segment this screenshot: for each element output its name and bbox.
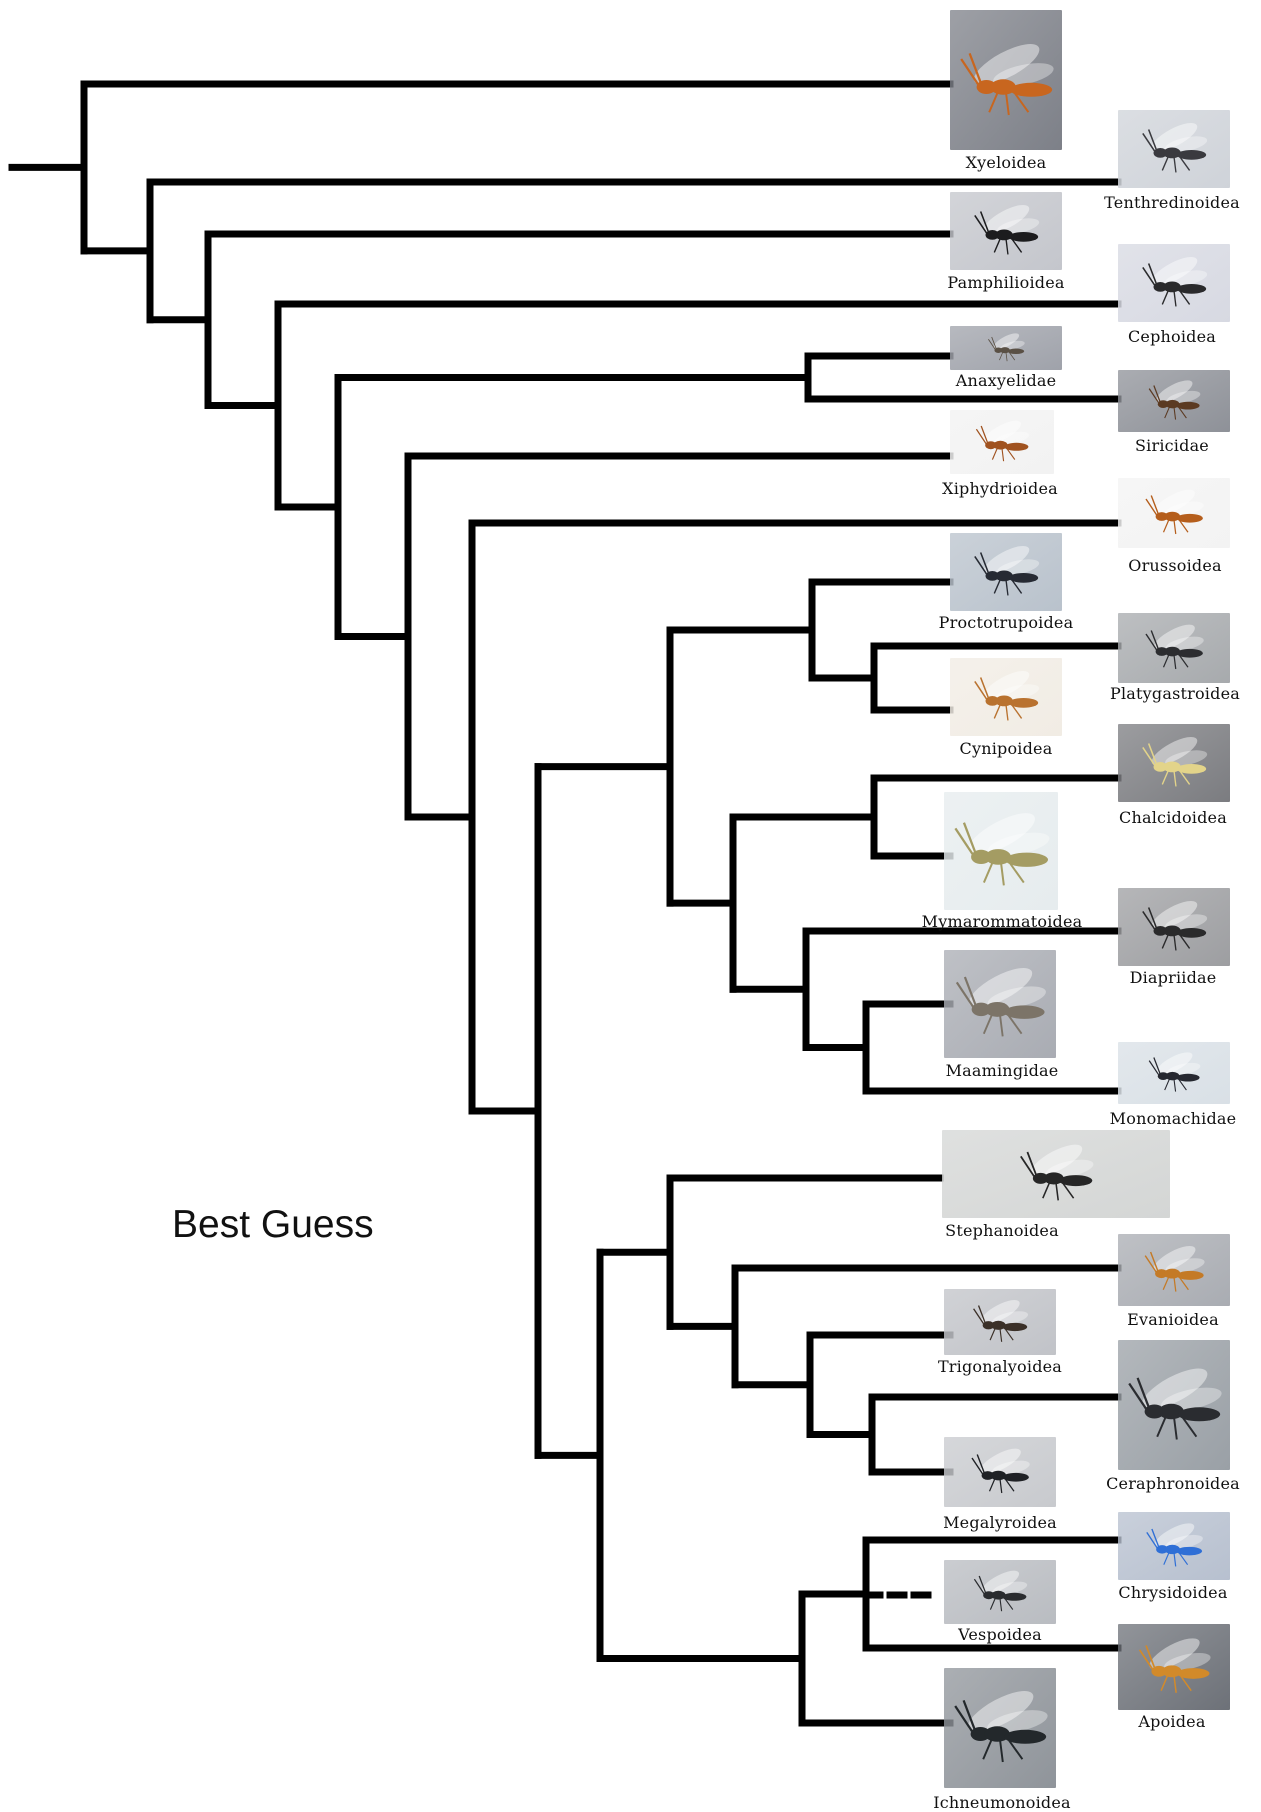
- diagram-title: Best Guess: [172, 1203, 374, 1247]
- specimen-photo-ceraphronoidea: [1118, 1340, 1230, 1470]
- specimen-photo-trigonalyoidea: [944, 1289, 1056, 1355]
- specimen-photo-anaxyelidae: [950, 326, 1062, 370]
- taxon-label-chrysidoidea: Chrysidoidea: [1118, 1583, 1227, 1602]
- taxon-label-tenthredinoidea: Tenthredinoidea: [1104, 193, 1240, 212]
- specimen-photo-stephanoidea: [942, 1130, 1170, 1218]
- taxon-label-anaxyelidae: Anaxyelidae: [956, 371, 1057, 390]
- specimen-photo-xyeloidea: [950, 10, 1062, 150]
- taxon-label-evanioidea: Evanioidea: [1127, 1310, 1219, 1329]
- taxon-label-diapriidae: Diapriidae: [1130, 968, 1217, 987]
- specimen-photo-platygastroidea: [1118, 613, 1230, 683]
- specimen-photo-xiphydrioidea: [950, 410, 1054, 474]
- taxon-label-stephanoidea: Stephanoidea: [945, 1221, 1059, 1240]
- specimen-photo-monomachidae: [1118, 1042, 1230, 1104]
- taxon-label-siricidae: Siricidae: [1135, 436, 1209, 455]
- taxon-label-mymarommatoidea: Mymarommatoidea: [922, 912, 1083, 931]
- specimen-photo-proctotrupoidea: [950, 533, 1062, 611]
- specimen-photo-ichneumonoidea: [944, 1668, 1056, 1788]
- taxon-label-xiphydrioidea: Xiphydrioidea: [942, 479, 1058, 498]
- taxon-label-chalcidoidea: Chalcidoidea: [1119, 808, 1227, 827]
- specimen-photo-siricidae: [1118, 370, 1230, 432]
- taxon-label-monomachidae: Monomachidae: [1110, 1109, 1237, 1128]
- taxon-label-cynipoidea: Cynipoidea: [960, 739, 1053, 758]
- taxon-label-proctotrupoidea: Proctotrupoidea: [939, 613, 1074, 632]
- specimen-photo-vespoidea: [944, 1560, 1056, 1624]
- taxon-label-megalyroidea: Megalyroidea: [943, 1513, 1057, 1532]
- taxon-label-trigonalyoidea: Trigonalyoidea: [938, 1357, 1062, 1376]
- taxon-label-cephoidea: Cephoidea: [1128, 327, 1216, 346]
- specimen-photo-chalcidoidea: [1118, 724, 1230, 802]
- specimen-photo-mymarommatoidea: [944, 792, 1058, 910]
- taxon-label-pamphilioidea: Pamphilioidea: [947, 273, 1064, 292]
- specimen-photo-megalyroidea: [944, 1437, 1056, 1507]
- specimen-photo-cynipoidea: [950, 658, 1062, 736]
- taxon-label-vespoidea: Vespoidea: [958, 1625, 1042, 1644]
- specimen-photo-diapriidae: [1118, 888, 1230, 966]
- specimen-photo-tenthredinoidea: [1118, 110, 1230, 188]
- specimen-photo-cephoidea: [1118, 244, 1230, 322]
- taxon-label-ichneumonoidea: Ichneumonoidea: [933, 1793, 1071, 1812]
- specimen-photo-orussoidea: [1118, 478, 1230, 548]
- taxon-label-xyeloidea: Xyeloidea: [966, 153, 1047, 172]
- taxon-label-apoidea: Apoidea: [1138, 1712, 1205, 1731]
- specimen-photo-chrysidoidea: [1118, 1512, 1230, 1580]
- taxon-label-orussoidea: Orussoidea: [1128, 556, 1222, 575]
- specimen-photo-apoidea: [1118, 1624, 1230, 1710]
- taxon-label-maamingidae: Maamingidae: [946, 1061, 1059, 1080]
- taxon-label-ceraphronoidea: Ceraphronoidea: [1106, 1474, 1240, 1493]
- specimen-photo-maamingidae: [944, 950, 1056, 1058]
- taxon-label-platygastroidea: Platygastroidea: [1110, 684, 1240, 703]
- specimen-photo-pamphilioidea: [950, 192, 1062, 270]
- specimen-photo-evanioidea: [1118, 1234, 1230, 1306]
